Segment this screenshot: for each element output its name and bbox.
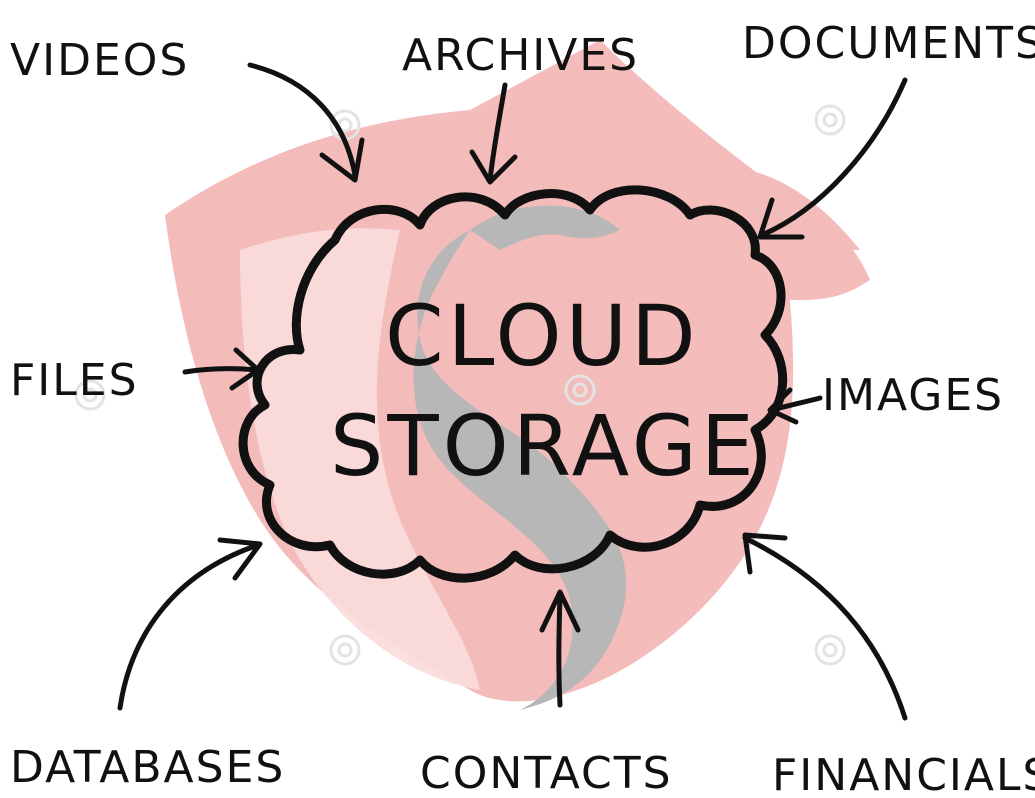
spiral-watermark-icon xyxy=(74,104,846,666)
arrow-databases xyxy=(117,537,263,711)
arrow-financials xyxy=(742,532,908,721)
arrow-contacts xyxy=(539,589,581,708)
watermark-dragon-snout xyxy=(700,167,860,250)
label-databases: DATABASES xyxy=(10,742,285,793)
arrow-files xyxy=(182,347,261,391)
watermark-serpent-body xyxy=(413,230,627,710)
arrow-archives xyxy=(469,82,518,185)
label-videos: VIDEOS xyxy=(10,35,189,86)
label-files: FILES xyxy=(10,355,139,406)
arrow-documents xyxy=(757,77,908,240)
arrow-videos xyxy=(247,62,365,183)
center-title-line1: CLOUD xyxy=(385,287,700,385)
label-images: IMAGES xyxy=(822,370,1004,421)
label-archives: ARCHIVES xyxy=(402,30,639,81)
center-title-line2: STORAGE xyxy=(330,397,758,495)
cloud-shape xyxy=(238,185,788,583)
label-contacts: CONTACTS xyxy=(420,748,673,798)
arrow-images xyxy=(767,387,823,425)
label-financials: FINANCIALS xyxy=(772,750,1035,798)
label-documents: DOCUMENTS xyxy=(742,18,1035,69)
